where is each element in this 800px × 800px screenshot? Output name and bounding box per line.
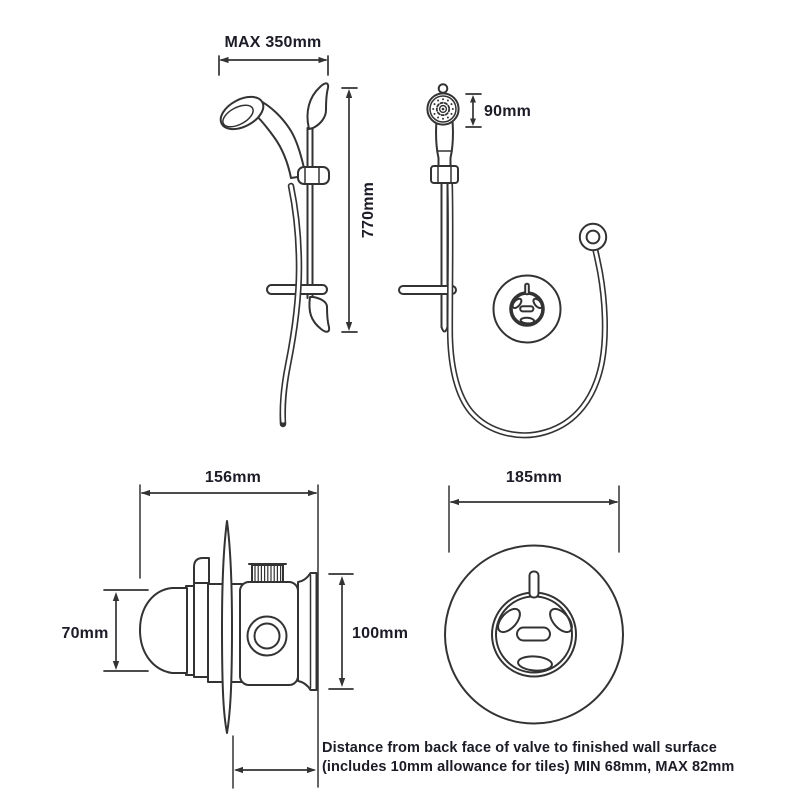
note-line-2: (includes 10mm allowance for tiles) MIN … <box>322 759 734 775</box>
dimension-label-faceplate: 185mm <box>506 469 562 486</box>
hanging-ring <box>437 83 449 94</box>
valve-face-view: 185mm <box>444 469 624 725</box>
wall-outlet-elbow <box>578 222 608 252</box>
riser-rail-front-view: 90mm <box>398 83 608 439</box>
faceplate-circle <box>444 544 624 725</box>
valve-top-tab <box>193 557 210 584</box>
dimension-label-valve-height: 100mm <box>352 625 408 642</box>
valve-face-small <box>492 274 562 344</box>
control-knob-side <box>139 587 188 674</box>
dimension-156: 156mm <box>139 469 317 579</box>
dimension-90: 90mm <box>465 93 531 128</box>
valve-body-drawing <box>139 520 318 734</box>
valve-main-body <box>239 581 299 686</box>
installation-note: Distance from back face of valve to fini… <box>322 740 734 775</box>
dimension-770: 770mm <box>341 87 377 333</box>
dimension-185: 185mm <box>448 469 620 553</box>
slider-clamp-front <box>430 165 459 184</box>
soap-dish-front <box>398 285 457 295</box>
dimension-label-rail-height: 770mm <box>360 182 377 238</box>
handset-head-side <box>219 95 265 131</box>
valve-collar-outer <box>193 582 209 678</box>
dimension-70: 70mm <box>61 589 149 672</box>
shower-hose-front <box>446 181 608 439</box>
slider-clamp-side <box>297 166 330 185</box>
note-line-1: Distance from back face of valve to fini… <box>322 740 717 756</box>
dimension-label-max-width: MAX 350mm <box>225 34 322 51</box>
riser-rail-side-view: MAX 350mm 770mm <box>218 34 377 428</box>
rail-bottom-bracket <box>308 296 331 333</box>
valve-side-view: 156mm <box>61 469 408 789</box>
rail-top-bracket <box>306 82 330 130</box>
handset-front-view <box>426 83 460 184</box>
thread-hatching <box>254 565 282 582</box>
spray-face-dots <box>432 98 454 120</box>
back-flange <box>297 572 318 691</box>
dimension-label-valve-width: 156mm <box>205 469 261 486</box>
rail-profile <box>266 82 331 333</box>
handset-side-view <box>219 95 330 185</box>
handset-handle-front <box>435 120 454 168</box>
dimension-label-knob: 70mm <box>61 625 108 642</box>
valve-outlet-port <box>246 615 288 657</box>
dimension-label-handset: 90mm <box>484 103 531 120</box>
shower-hose-side <box>279 182 303 428</box>
dimension-max-350: MAX 350mm <box>218 34 329 76</box>
wall-plate-blade <box>221 520 233 734</box>
dimension-100: 100mm <box>328 573 408 690</box>
dimension-depth <box>232 735 316 789</box>
control-knob-face <box>491 570 577 678</box>
